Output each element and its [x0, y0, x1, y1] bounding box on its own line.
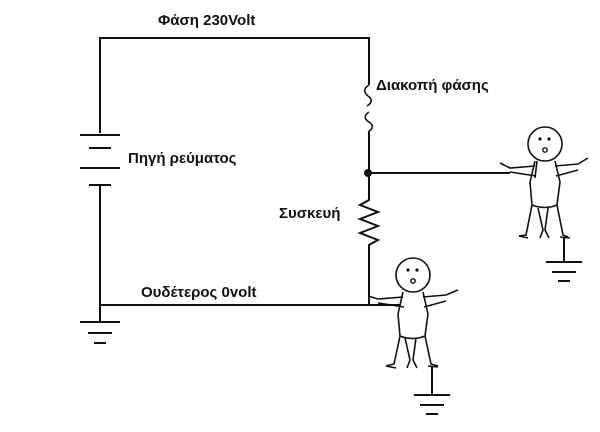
- ground-icon: [414, 367, 450, 415]
- person-icon: [367, 257, 459, 369]
- ground-icon: [80, 305, 120, 344]
- junction-node: [364, 169, 510, 177]
- person-icon: [499, 126, 589, 239]
- neutral-label: Ουδέτερος 0volt: [141, 284, 257, 301]
- switch-icon: [363, 84, 374, 195]
- device-label: Συσκευή: [279, 205, 340, 222]
- resistor-icon: [357, 195, 381, 305]
- phase-break-label: Διακοπή φάσης: [376, 77, 489, 94]
- ground-icon: [546, 238, 582, 282]
- phase-label: Φάση 230Volt: [158, 12, 255, 29]
- battery-icon: [80, 134, 120, 322]
- source-label: Πηγή ρεύματος: [128, 150, 237, 167]
- phase-wire: [99, 37, 370, 133]
